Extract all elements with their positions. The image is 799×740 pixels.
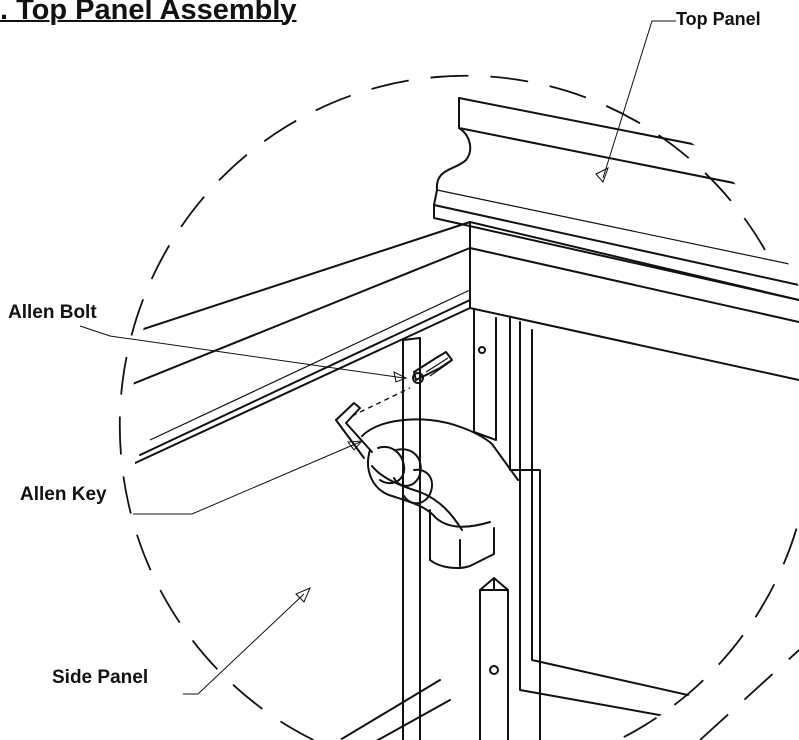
detail-circle [118, 74, 799, 740]
front-rail [132, 221, 799, 471]
allen-bolt-label: Allen Bolt [8, 302, 97, 323]
allen-key-shape [335, 402, 373, 459]
allen-key-label: Allen Key [20, 484, 107, 505]
top-panel-shape [433, 97, 799, 301]
side-panel-shape [339, 309, 799, 740]
top-panel-label: Top Panel [676, 9, 761, 29]
page-title: . Top Panel Assembly [0, 0, 297, 26]
leader-lines [79, 20, 676, 695]
side-panel-label: Side Panel [52, 667, 149, 688]
allen-bolt-shape [351, 346, 486, 417]
hand-shape [361, 418, 519, 569]
